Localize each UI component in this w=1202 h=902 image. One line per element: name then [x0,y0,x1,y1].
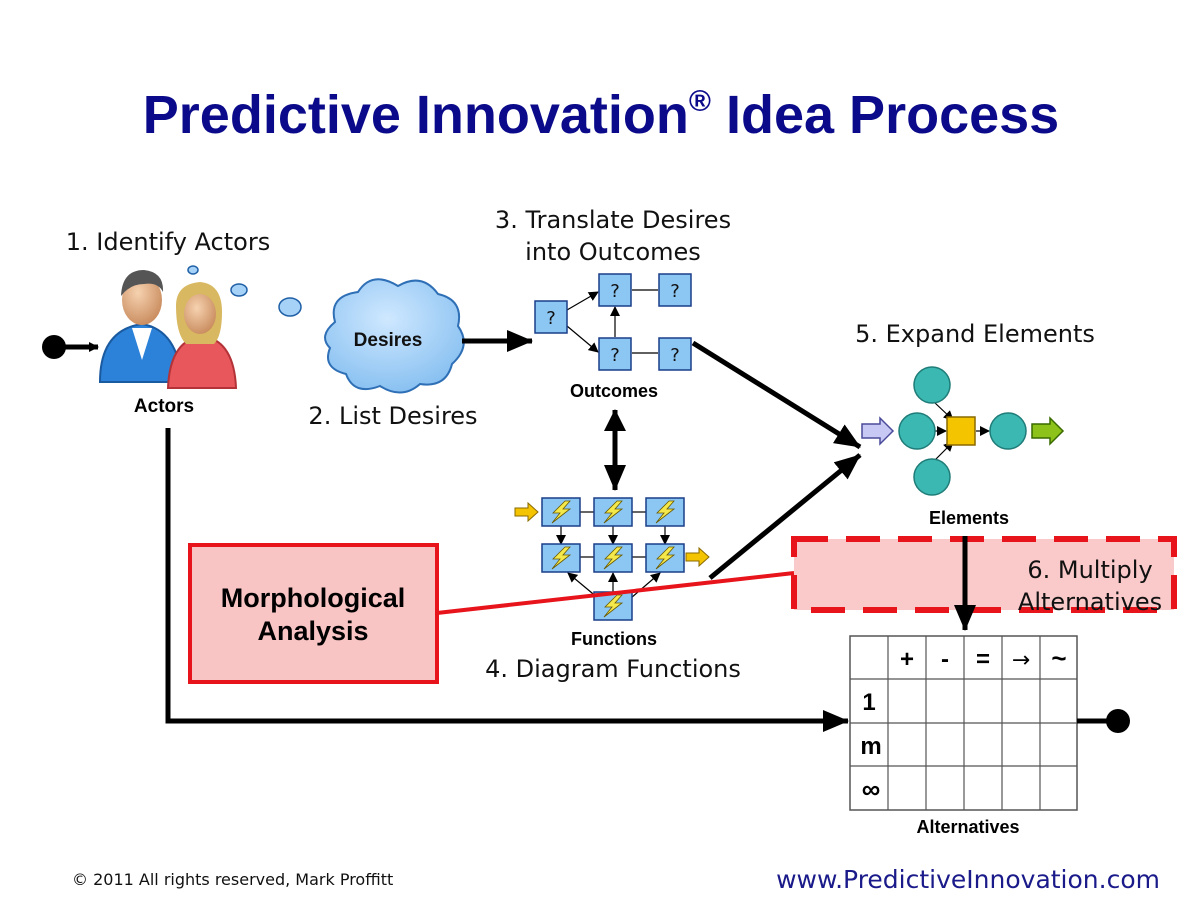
table-column-header: - [941,646,949,673]
actors-icon [98,270,238,389]
outcomes-to-elements-arrow [691,340,862,450]
lightning-icon [551,500,572,524]
outcome-node [658,337,692,371]
lightning-icon [603,500,624,524]
step-translate-line1: 3. Translate Desires [495,206,731,234]
lightning-icon [603,594,624,618]
thought-bubble-small [187,265,199,275]
page-title: Predictive Innovation® Idea Process [143,85,1059,145]
functions-diagram [514,497,710,621]
morphological-label-line1: Morphological [221,583,406,613]
outcome-node [598,273,632,307]
outcome-node-label: ? [670,345,680,366]
output-arrow-icon [1031,416,1065,446]
outcome-node [658,273,692,307]
desires-label: Desires [354,330,423,351]
table-column-header: → [1012,648,1030,673]
element-core [946,416,976,446]
actors-label: Actors [134,396,194,417]
lightning-icon [655,546,676,570]
table-column-header: + [900,646,914,673]
input-arrow-icon [861,416,895,446]
outcomes-diagram [534,273,692,371]
elements-label: Elements [929,508,1009,528]
start-dot [42,335,66,359]
table-column-header: ~ [1051,643,1066,673]
desires-cloud [324,278,465,394]
copyright-text: © 2011 All rights reserved, Mark Proffit… [72,870,393,889]
multiply-alternatives-box [791,536,1177,613]
thought-bubble-medium [230,283,248,297]
alternatives-table [849,635,1078,811]
element-node [898,412,936,450]
outcome-node-label: ? [610,345,620,366]
morphological-label-line2: Analysis [257,616,368,646]
step-diagram-functions: 4. Diagram Functions [485,655,741,683]
step-identify-actors: 1. Identify Actors [66,228,270,256]
step-multiply-line1: 6. Multiply [1027,556,1152,584]
table-row-header: m [860,733,881,760]
lightning-icon [551,546,572,570]
element-node [913,458,951,496]
outcome-node [598,337,632,371]
step-list-desires: 2. List Desires [308,402,477,430]
morphological-analysis-box [188,543,439,684]
step-translate-line2: into Outcomes [525,238,701,266]
step-multiply-line2: Alternatives [1018,588,1162,616]
elements-diagram [861,366,1065,496]
morphological-connector [436,571,795,615]
actors-to-alternatives-arrow [165,428,849,732]
lightning-icon [603,546,624,570]
functions-to-elements-arrow [708,453,862,580]
end-dot [1106,709,1130,733]
lightning-icon [655,500,676,524]
step-expand-elements: 5. Expand Elements [855,320,1095,348]
outcome-node [534,300,568,334]
outcome-node-label: ? [670,281,680,302]
outcome-node-label: ? [546,308,556,329]
website-link[interactable]: www.PredictiveInnovation.com [776,865,1160,894]
alternatives-label: Alternatives [916,817,1019,837]
table-column-header: = [976,646,990,673]
thought-bubble-large [278,297,302,317]
table-row-header: 1 [862,689,875,716]
functions-label: Functions [571,629,657,649]
outcome-node-label: ? [610,281,620,302]
outcomes-label: Outcomes [570,381,658,401]
element-node [913,366,951,404]
table-row-header: ∞ [862,774,881,804]
element-node [989,412,1027,450]
